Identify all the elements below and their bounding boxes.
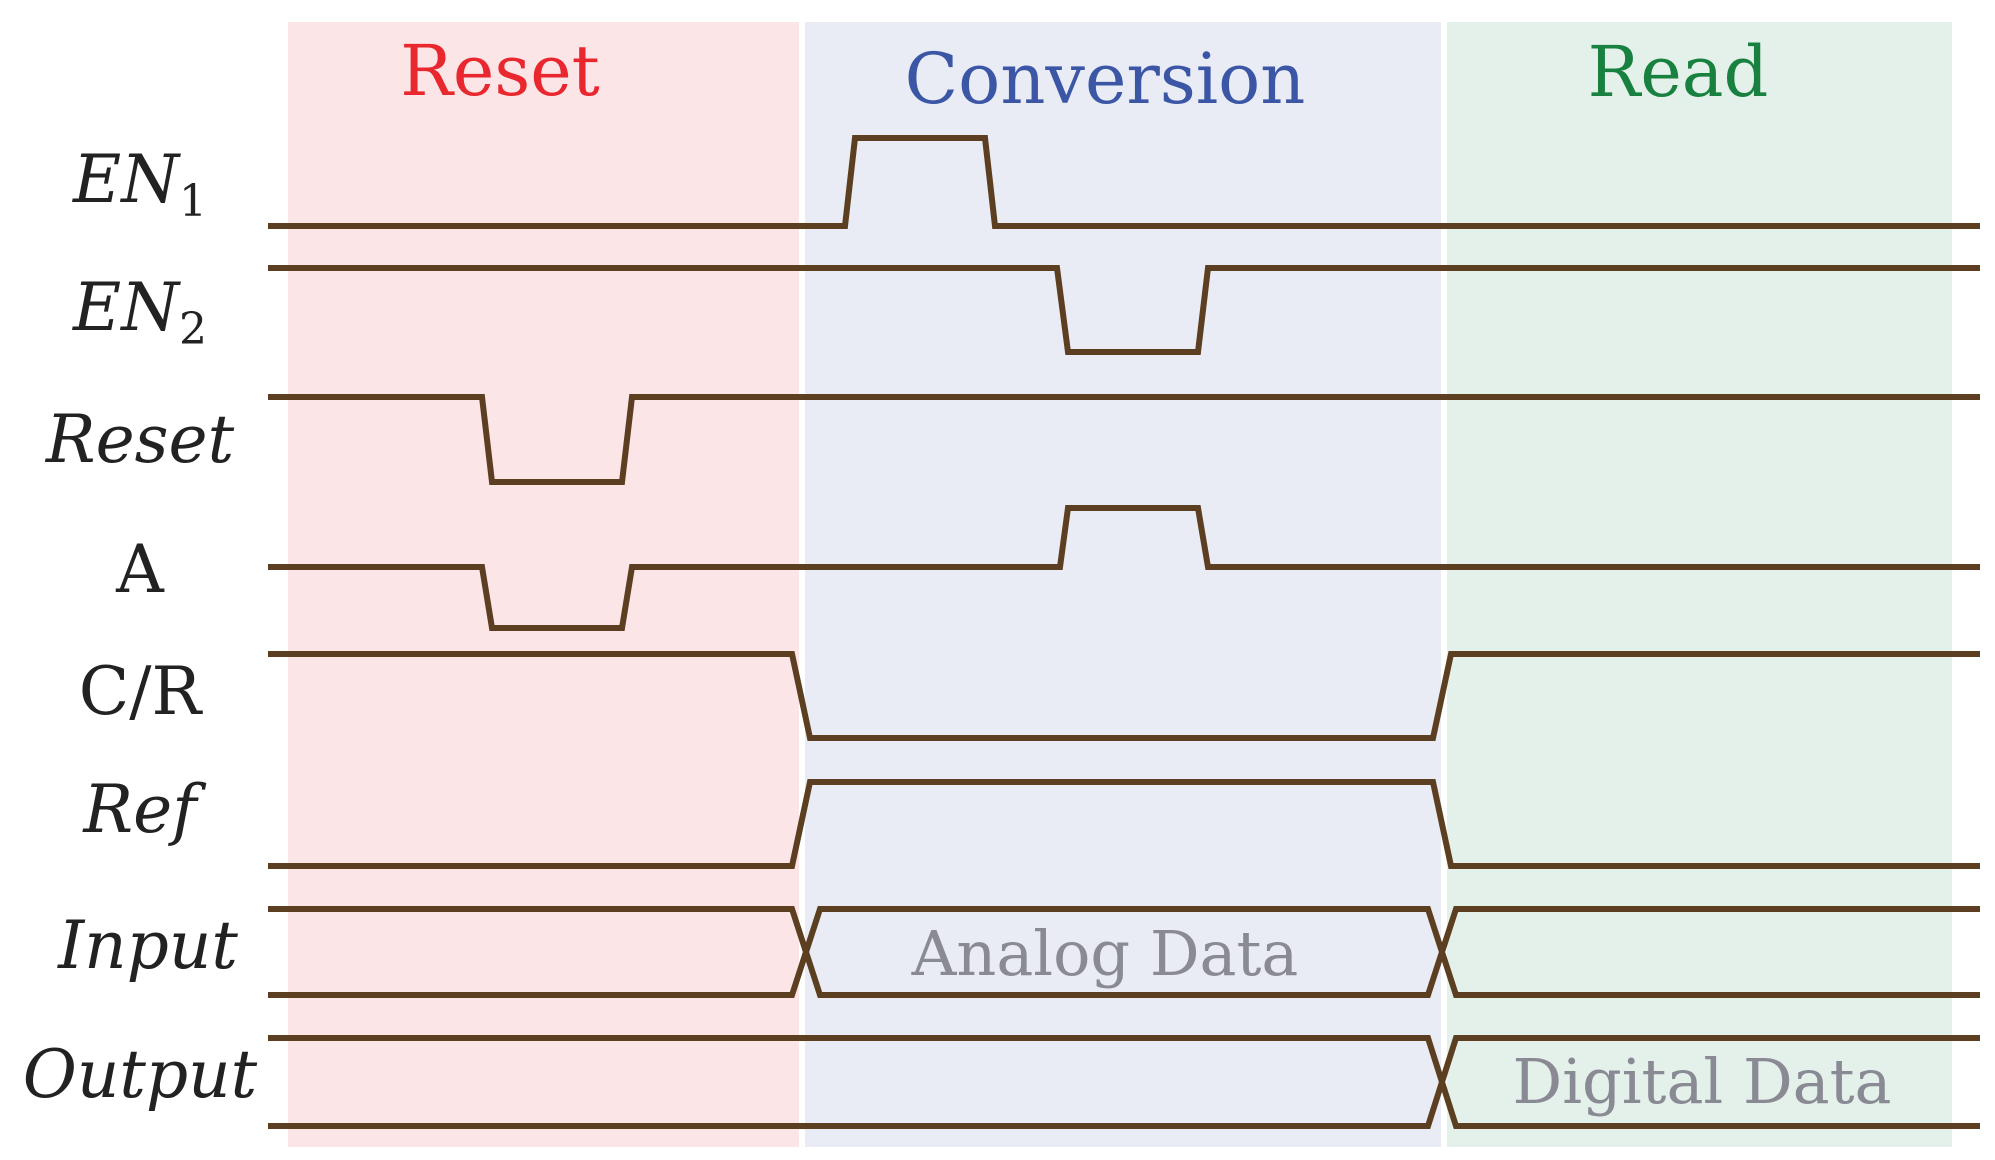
- signal-label-cr: C/R: [79, 653, 204, 730]
- phase-conversion-bg: [805, 22, 1441, 1147]
- phase-read-title: Read: [1588, 31, 1769, 113]
- signal-label-output: Output: [23, 1036, 258, 1113]
- input-data-label: Analog Data: [911, 917, 1299, 990]
- waveform-en2: [268, 265, 1980, 355]
- phase-reset-title: Reset: [400, 30, 600, 112]
- signal-label-en2: EN2: [72, 269, 207, 355]
- signal-label-ref: Ref: [82, 771, 207, 848]
- waveform-a: [268, 505, 1980, 631]
- waveform-output-bottom: [268, 1072, 1980, 1129]
- output-data-label: Digital Data: [1512, 1045, 1891, 1118]
- signal-label-reset: Reset: [45, 401, 235, 478]
- waveform-reset: [268, 394, 1980, 485]
- phase-read-bg: [1447, 22, 1952, 1147]
- phase-reset-bg: [288, 22, 799, 1147]
- signal-label-en1: EN1: [72, 141, 207, 227]
- waveform-en1: [268, 135, 1980, 229]
- waveform-input-top: [268, 906, 1980, 962]
- phase-conversion-title: Conversion: [905, 38, 1306, 120]
- waveform-cr: [268, 651, 1980, 741]
- waveform-ref: [268, 779, 1980, 869]
- signal-label-input: Input: [57, 907, 238, 984]
- waveform-input-bottom: [268, 942, 1980, 998]
- signal-label-a: A: [115, 531, 165, 608]
